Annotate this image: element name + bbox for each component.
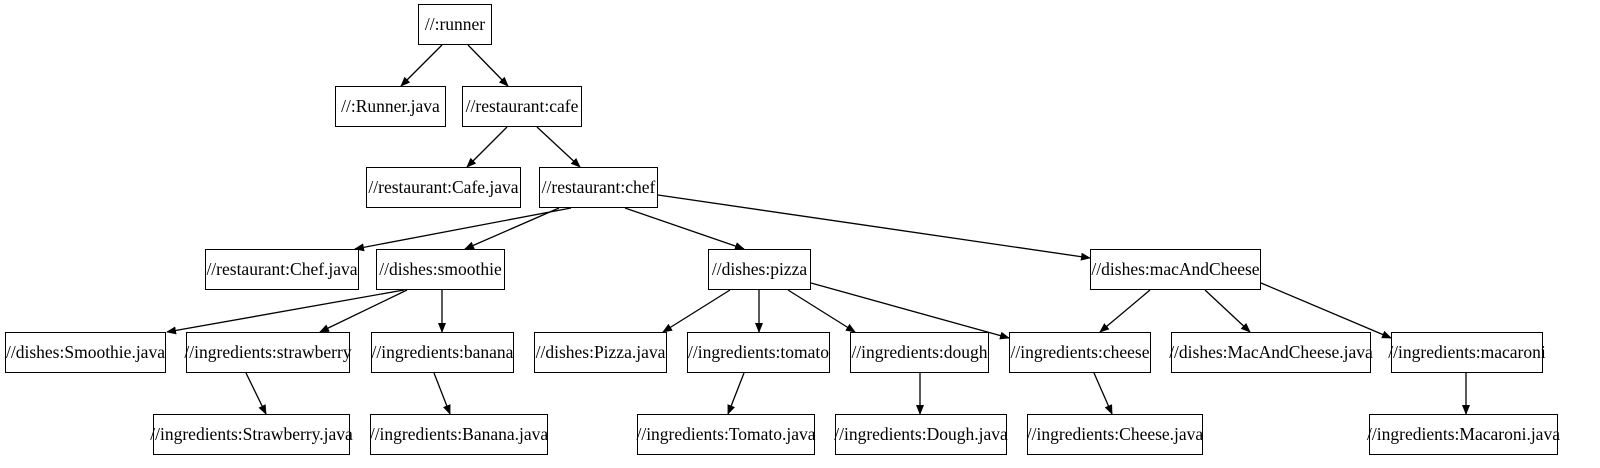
graph-node-label: //ingredients:Banana.java (369, 423, 549, 444)
graph-edge (354, 207, 572, 252)
graph-node-dishes_smoothie[interactable]: //dishes:smoothie (376, 249, 505, 290)
graph-node-label: //restaurant:Chef.java (206, 258, 358, 279)
graph-edge (319, 289, 408, 333)
graph-node-label: //dishes:macAndCheese (1091, 258, 1260, 279)
graph-node-dishes_pizza_java[interactable]: //dishes:Pizza.java (534, 332, 667, 373)
graph-node-ing_dough[interactable]: //ingredients:dough (850, 332, 989, 373)
graph-node-dishes_macandcheese[interactable]: //dishes:macAndCheese (1090, 249, 1261, 290)
graph-node-label: //ingredients:Strawberry.java (150, 423, 353, 444)
graph-edge (400, 44, 443, 87)
graph-node-label: //dishes:Pizza.java (535, 341, 666, 362)
graph-node-label: //ingredients:Cheese.java (1026, 423, 1204, 444)
graph-node-restaurant_cafe_java[interactable]: //restaurant:Cafe.java (366, 167, 521, 208)
graph-node-ing_cheese[interactable]: //ingredients:cheese (1009, 332, 1151, 373)
graph-node-restaurant_cafe[interactable]: //restaurant:cafe (462, 86, 582, 127)
graph-edge (1260, 282, 1392, 339)
graph-edge (1093, 372, 1113, 415)
graph-edge (467, 44, 509, 87)
graph-node-dishes_pizza[interactable]: //dishes:pizza (708, 249, 811, 290)
graph-node-label: //dishes:pizza (711, 258, 808, 279)
graph-node-dishes_smoothie_java[interactable]: //dishes:Smoothie.java (5, 332, 166, 373)
graph-node-ing_strawberry_java[interactable]: //ingredients:Strawberry.java (150, 414, 353, 455)
graph-node-label: //:Runner.java (341, 95, 440, 116)
graph-node-label: //dishes:smoothie (379, 258, 502, 279)
graph-edge (1099, 289, 1151, 333)
graph-node-label: //ingredients:banana (371, 341, 514, 362)
graph-node-runner[interactable]: //:runner (418, 4, 492, 45)
graph-edge (1204, 289, 1251, 333)
graph-node-label: //ingredients:cheese (1010, 341, 1150, 362)
graph-edge (245, 372, 267, 415)
graph-node-label: //dishes:MacAndCheese.java (1169, 341, 1373, 362)
graph-node-ing_macaroni[interactable]: //ingredients:macaroni (1388, 332, 1546, 373)
graph-edge (166, 289, 405, 335)
graph-edge (662, 289, 731, 333)
graph-node-runner_java[interactable]: //:Runner.java (335, 86, 446, 127)
graph-node-label: //restaurant:cafe (465, 95, 579, 116)
graph-node-label: //ingredients:dough (851, 341, 988, 362)
graph-edge (624, 207, 745, 250)
graph-node-ing_dough_java[interactable]: //ingredients:Dough.java (834, 414, 1008, 455)
graph-node-restaurant_chef[interactable]: //restaurant:chef (539, 167, 658, 208)
graph-edge (466, 126, 508, 168)
graph-node-label: //ingredients:strawberry (184, 341, 352, 362)
graph-node-ing_banana[interactable]: //ingredients:banana (371, 332, 514, 373)
graph-node-ing_cheese_java[interactable]: //ingredients:Cheese.java (1027, 414, 1203, 455)
graph-node-label: //ingredients:Macaroni.java (1367, 423, 1560, 444)
graph-node-label: //restaurant:chef (541, 176, 656, 197)
graph-node-label: //ingredients:tomato (688, 341, 829, 362)
graph-node-label: //dishes:Smoothie.java (6, 341, 165, 362)
graph-node-label: //ingredients:macaroni (1388, 341, 1546, 362)
graph-node-ing_tomato_java[interactable]: //ingredients:Tomato.java (636, 414, 816, 455)
graph-edge (536, 126, 581, 168)
graph-edge (810, 282, 1010, 340)
graph-node-label: //restaurant:Cafe.java (368, 176, 519, 197)
graph-node-ing_banana_java[interactable]: //ingredients:Banana.java (370, 414, 548, 455)
graph-node-dishes_macandcheese_java[interactable]: //dishes:MacAndCheese.java (1169, 332, 1373, 373)
graph-node-restaurant_chef_java[interactable]: //restaurant:Chef.java (205, 249, 359, 290)
graph-node-label: //ingredients:Dough.java (834, 423, 1008, 444)
graph-edge (464, 207, 560, 250)
graph-edge (787, 289, 856, 333)
graph-edge (727, 372, 745, 415)
graph-node-ing_tomato[interactable]: //ingredients:tomato (687, 332, 830, 373)
graph-node-ing_strawberry[interactable]: //ingredients:strawberry (184, 332, 352, 373)
graph-node-ing_macaroni_java[interactable]: //ingredients:Macaroni.java (1367, 414, 1560, 455)
graph-node-label: //ingredients:Tomato.java (636, 423, 816, 444)
graph-edge (433, 372, 451, 415)
graph-node-label: //:runner (424, 13, 486, 34)
